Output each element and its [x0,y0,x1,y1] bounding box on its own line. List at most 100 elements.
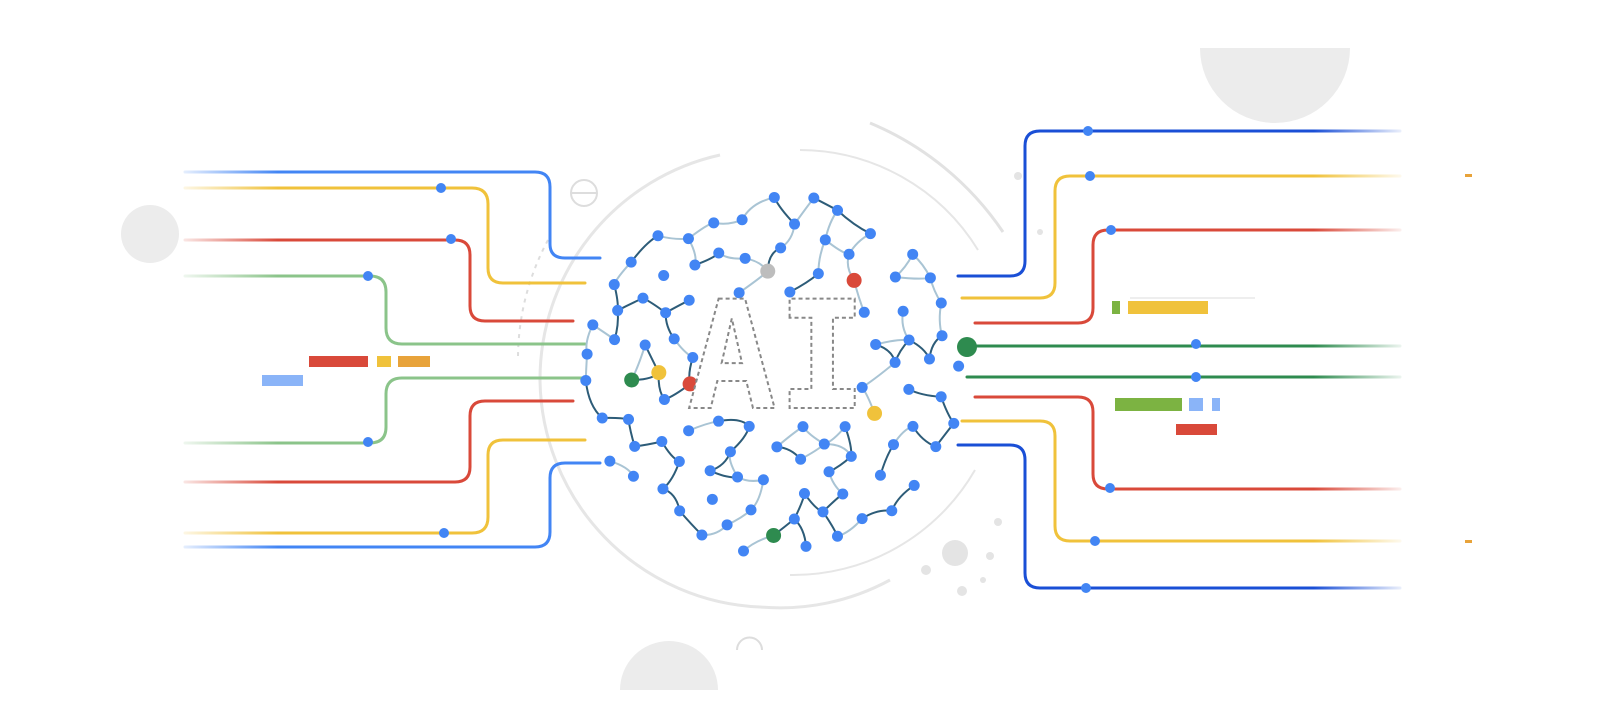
network-node [696,529,708,541]
network-node [760,263,776,279]
outer-arc [869,121,1005,233]
network-node [957,337,977,357]
network-node [930,441,942,453]
grey-dot [986,552,994,560]
network-node [732,471,744,483]
network-node [604,455,616,467]
network-node [839,421,851,433]
network-node [739,252,751,264]
network-node [623,413,635,425]
network-node [687,352,699,364]
network-node [856,381,868,393]
network-node [908,479,920,491]
network-node [745,504,757,516]
network-node [682,233,694,245]
network-node [771,441,783,453]
network-node [817,506,829,518]
network-node [812,268,824,280]
grey-half-circle [620,641,718,690]
minus-circle-icon [570,179,598,207]
network-node [724,446,736,458]
network-branch [630,234,659,263]
inner-arc [799,149,979,251]
network-node [660,307,672,319]
network-node [608,279,620,291]
network-node [936,330,948,342]
network-node [846,272,862,288]
network-branch [741,196,775,221]
network-node [856,513,868,525]
network-node [923,353,935,365]
network-node [689,259,701,271]
network-node [798,488,810,500]
network-node [819,234,831,246]
network-node [658,270,670,282]
network-node [706,493,718,505]
right-wires [956,120,1472,600]
network-node [683,294,695,306]
network-node [935,297,947,309]
network-node [581,348,593,360]
network-node [682,376,698,392]
network-node [907,420,919,432]
network-branch [836,209,871,235]
network-node [889,271,901,283]
network-node [867,405,883,421]
network-node [624,372,640,388]
network-node [627,470,639,482]
color-bars [262,297,1255,435]
network-node [864,228,876,240]
network-node [924,272,936,284]
network-node [789,218,801,230]
network-node [637,292,649,304]
neural-network [580,191,977,557]
network-node [766,527,782,543]
ai-circuit-logo: AI [686,269,869,445]
network-node [886,505,898,517]
grey-dot [942,540,968,566]
network-node [580,375,592,387]
network-node [897,305,909,317]
network-node [870,338,882,350]
network-node [775,242,787,254]
network-node [800,540,812,552]
grey-dot [1037,229,1043,235]
network-node [656,435,668,447]
network-branch [584,380,603,419]
network-node [907,248,919,260]
grey-dot [957,586,967,596]
network-node [625,256,637,268]
network-node [837,488,849,500]
network-node [674,505,686,517]
network-node [832,204,844,216]
network-node [757,474,769,486]
network-node [845,450,857,462]
network-node [768,191,780,203]
network-node [788,513,800,525]
network-node [797,421,809,433]
network-node [784,286,796,298]
network-node [629,440,641,452]
network-node [743,420,755,432]
network-node [658,393,670,405]
grey-dot [994,518,1002,526]
grey-circle [121,205,179,263]
grey-dot [980,577,986,583]
network-node [657,483,669,495]
ai-label: AI [687,270,868,444]
network-node [889,356,901,368]
network-node [668,333,680,345]
grey-half-circle [1200,48,1350,123]
inner-arc [789,469,976,577]
network-node [721,519,733,531]
network-node [858,306,870,318]
network-node [639,339,651,351]
network-node [903,334,915,346]
network-node [818,438,830,450]
network-node [713,415,725,427]
network-node [823,466,835,478]
network-node [612,304,624,316]
network-node [843,248,855,260]
network-node [795,453,807,465]
